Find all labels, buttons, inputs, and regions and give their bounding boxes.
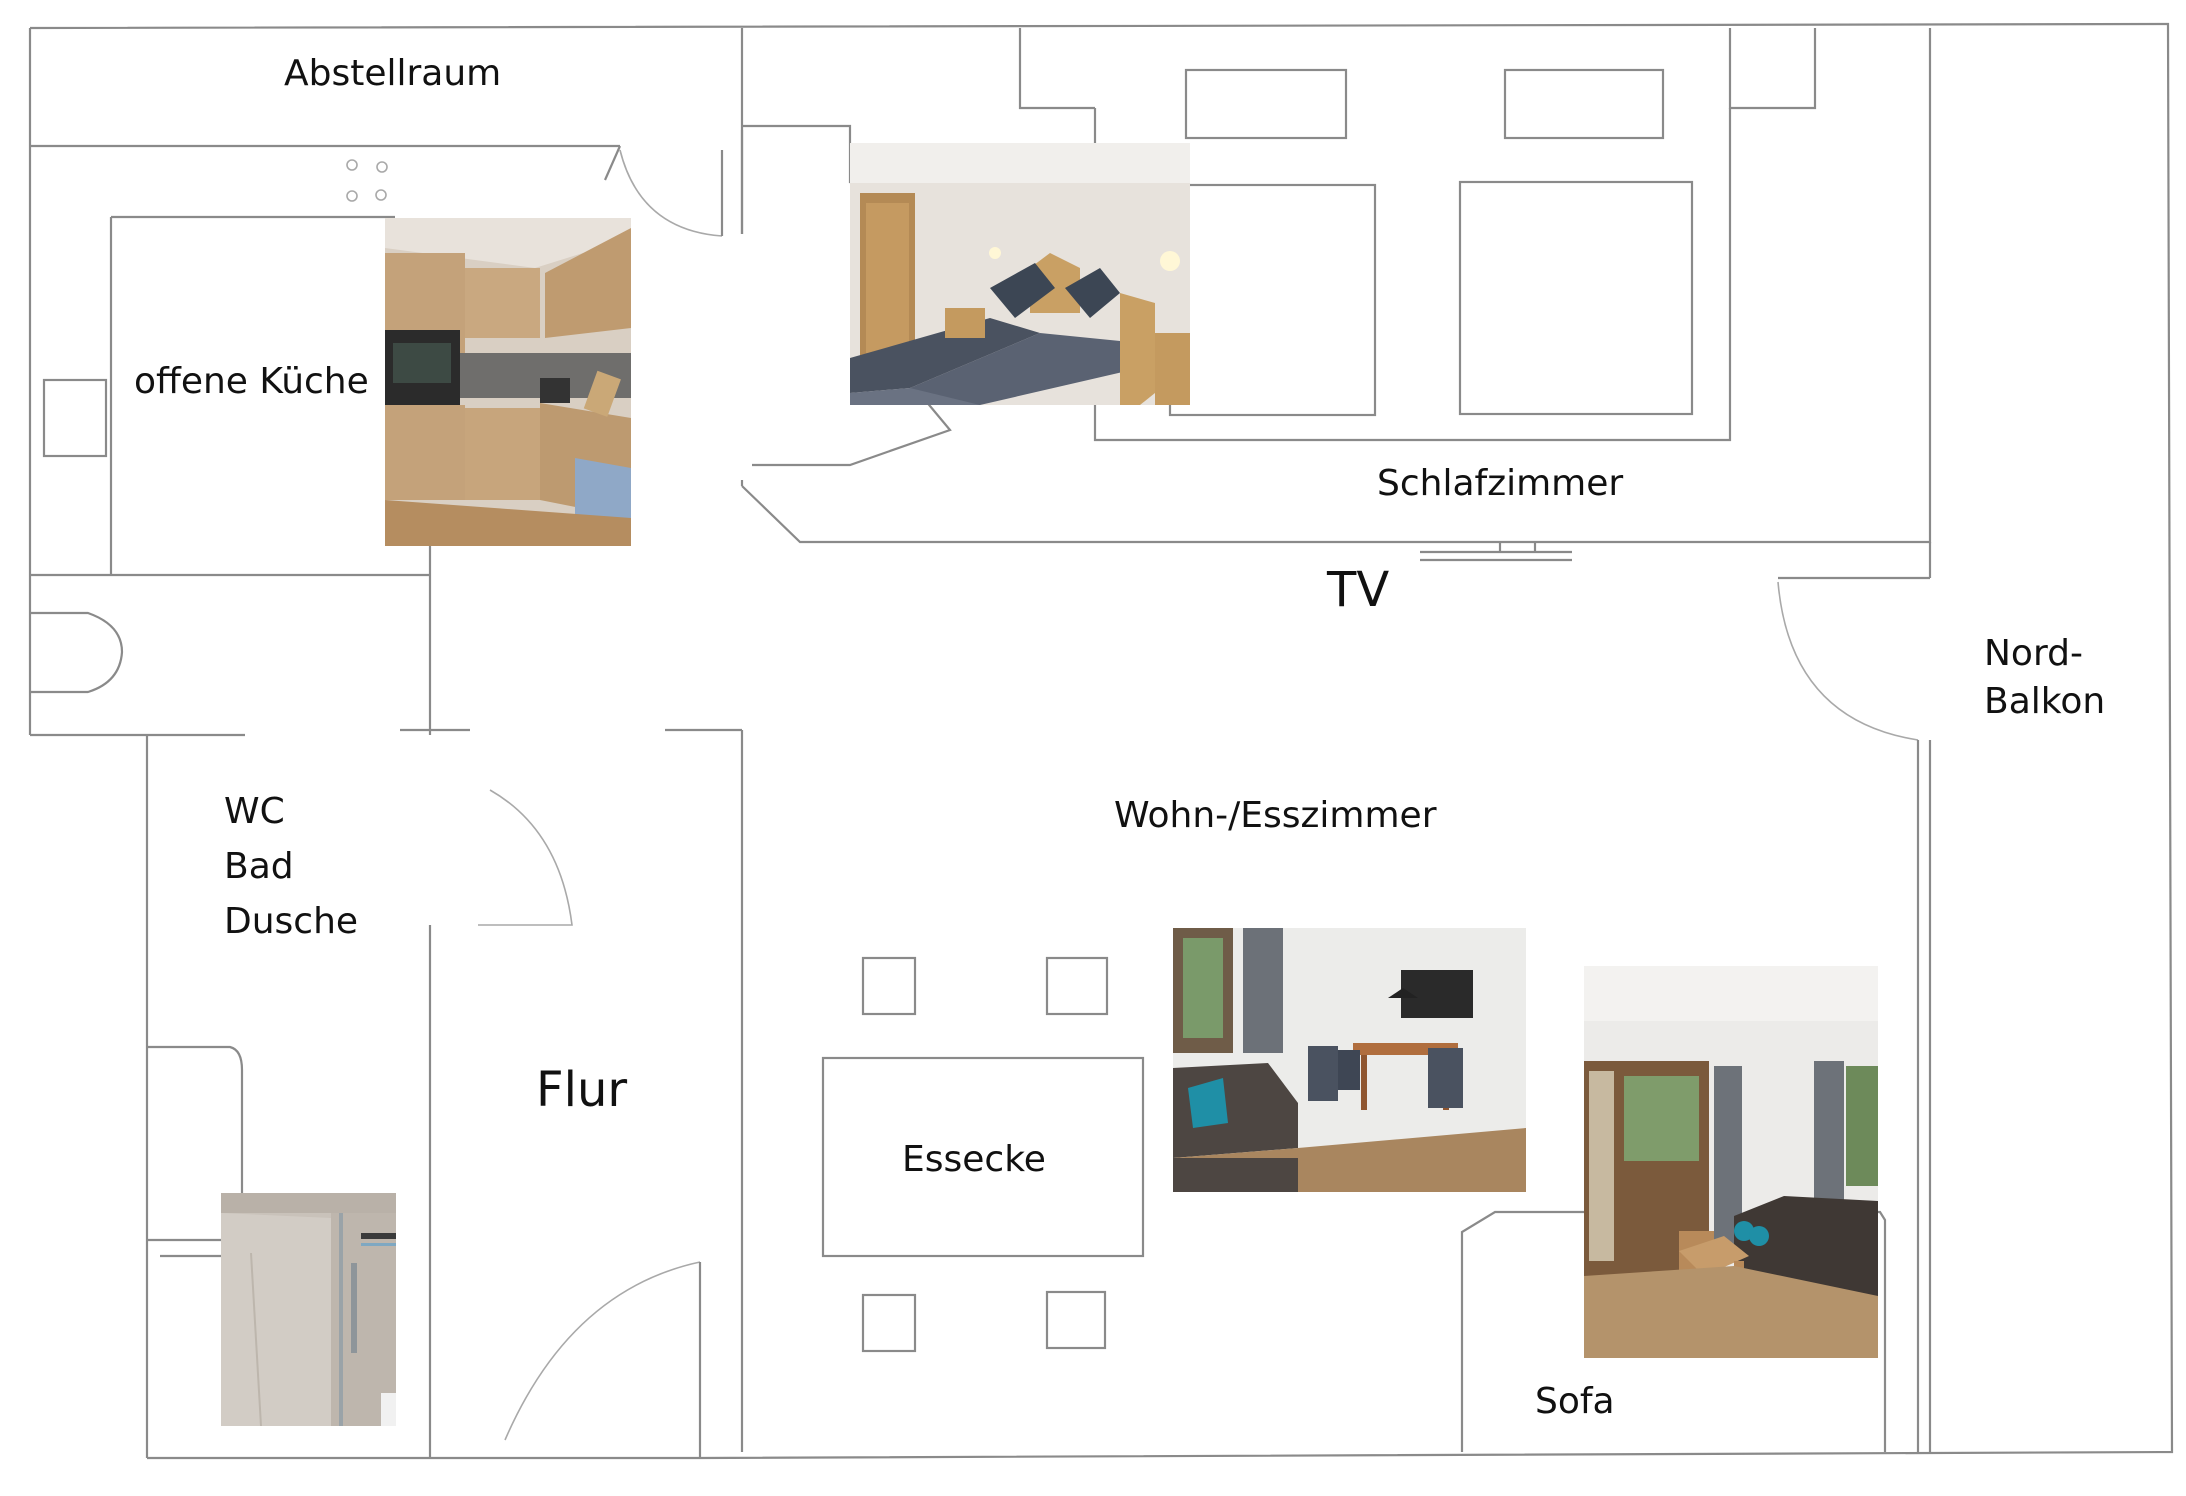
room-label-abstellraum: Abstellraum [284, 53, 502, 94]
bedroom-photo [850, 143, 1190, 405]
tv-label: TV [1327, 562, 1390, 618]
bad-flur-walls [147, 728, 702, 1458]
dining-room-photo [1173, 928, 1526, 1192]
room-label-flur: Flur [536, 1062, 628, 1118]
niche-walls [30, 611, 124, 694]
room-label-kueche: offene Küche [134, 361, 369, 402]
balcony-label-line2: Balkon [1984, 681, 2106, 722]
essecke-furniture [821, 956, 1145, 1353]
kitchen-photo [385, 218, 631, 546]
room-label-schlafzimmer: Schlafzimmer [1377, 463, 1624, 504]
room-label-wohn: Wohn-/Esszimmer [1114, 795, 1437, 836]
room-label-dusche: Dusche [224, 901, 359, 942]
room-label-wc: WC [224, 791, 285, 832]
room-label-essecke: Essecke [902, 1139, 1046, 1180]
shower-photo [221, 1193, 396, 1426]
balcony-label-line1: Nord- [1984, 633, 2083, 674]
living-room-photo [1584, 966, 1878, 1358]
room-label-bad: Bad [224, 846, 294, 887]
room-label-sofa: Sofa [1535, 1381, 1615, 1422]
kueche-walls [30, 159, 432, 735]
schlafzimmer-walls [740, 28, 1932, 578]
